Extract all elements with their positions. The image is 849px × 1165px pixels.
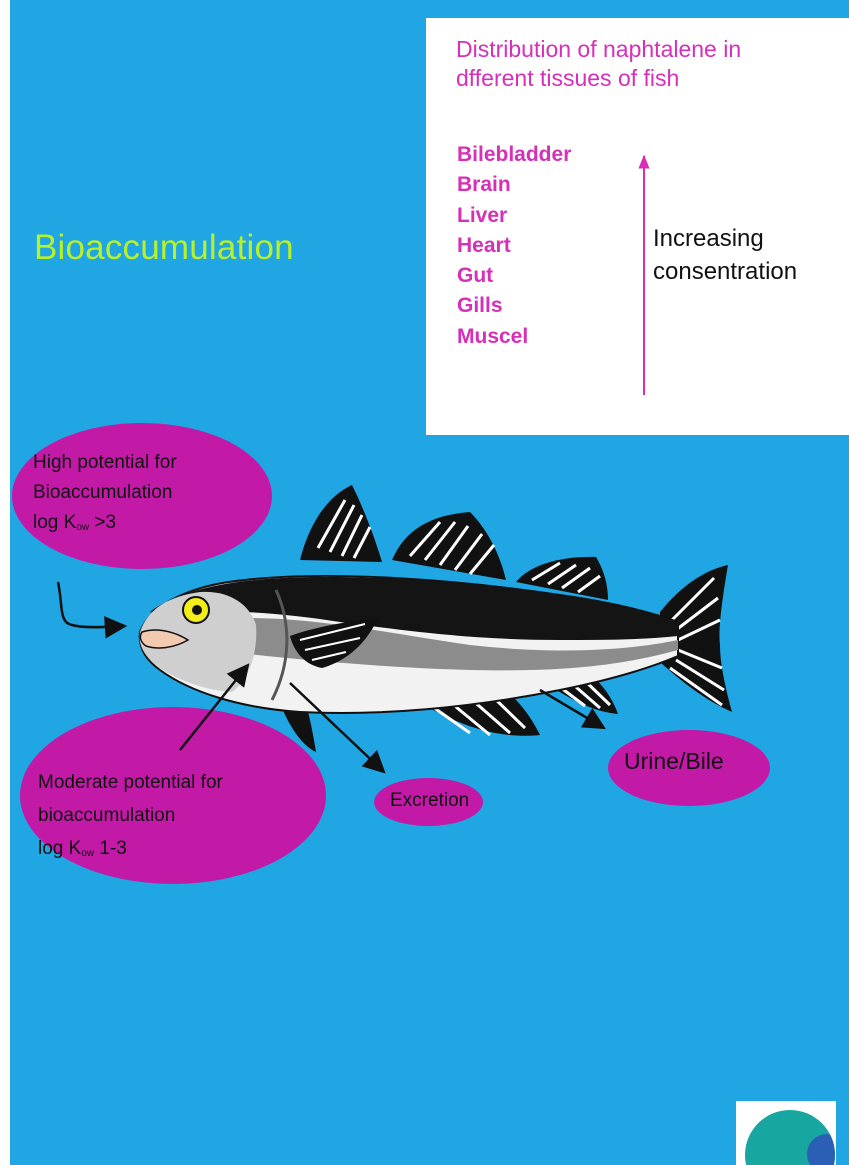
dorsal-fin-1 [300,485,382,562]
moderate-potential-text: Moderate potential for bioaccumulation l… [38,766,223,870]
high-line2: Bioaccumulation [33,478,177,508]
high-line1: High potential for [33,448,177,478]
logo-inner-circle [807,1134,835,1165]
high-logk-sub: ow [76,522,89,533]
uptake-arrow-icon [58,582,125,627]
mod-line2: bioaccumulation [38,799,223,832]
high-potential-text: High potential for Bioaccumulation log K… [33,448,177,543]
mod-logk-suffix: 1-3 [94,838,127,859]
fish-pupil [192,605,202,615]
high-logk-suffix: >3 [89,512,116,533]
mod-line3: log Kow 1-3 [38,832,223,870]
mod-logk-prefix: log K [38,838,81,859]
excretion-text: Excretion [390,786,469,816]
mod-logk-sub: ow [81,848,94,859]
urine-bile-text: Urine/Bile [624,746,724,776]
dorsal-fin-2 [392,512,506,580]
mod-line1: Moderate potential for [38,766,223,799]
high-line3: log Kow >3 [33,508,177,543]
high-logk-prefix: log K [33,512,76,533]
fish-illustration [140,485,733,752]
